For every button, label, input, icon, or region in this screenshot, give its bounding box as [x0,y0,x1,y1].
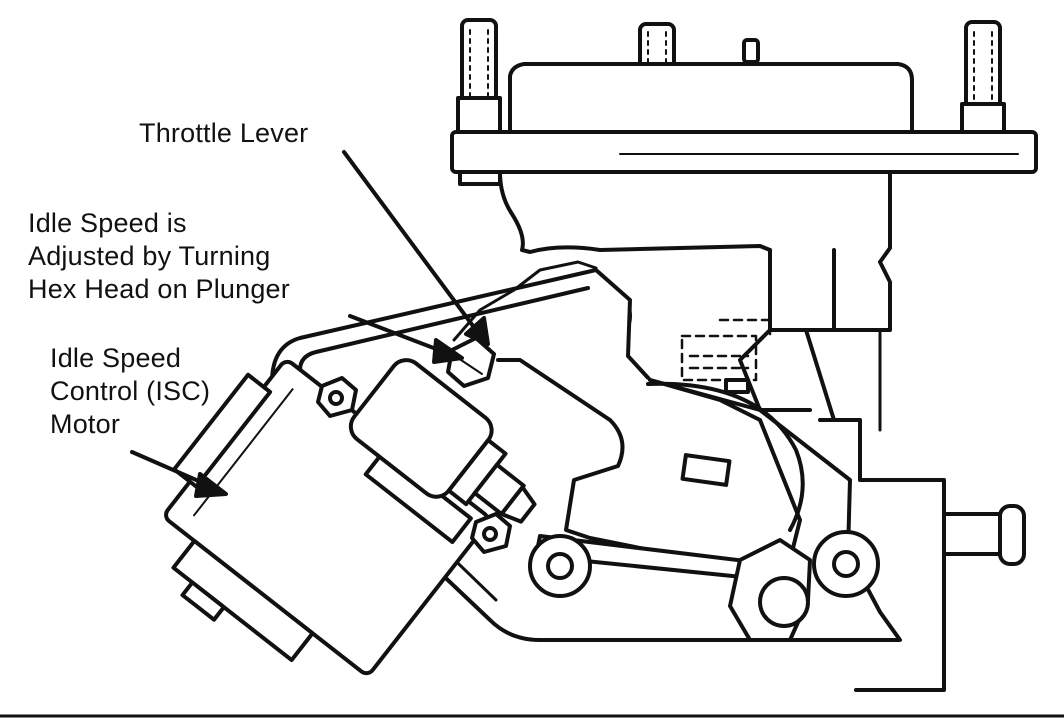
isc-motor-line-1: Idle Speed [50,343,182,373]
isc-plunger-body [348,358,537,524]
isc-motor-line-3: Motor [50,409,121,439]
idle-adjust-line-1: Idle Speed is [28,208,187,238]
lower-pivot-left [528,534,592,598]
top-flange [450,130,1038,174]
lower-pivot-right [812,530,880,598]
throttle-shaft [758,576,810,628]
idle-adjust-line-3: Hex Head on Plunger [28,274,290,304]
air-horn-cover [508,62,914,136]
bracket-bolts [316,376,512,554]
idle-adjust-label: Idle Speed is Adjusted by Turning Hex He… [28,207,290,306]
hidden-linkage [680,318,772,382]
throttle-lever-label: Throttle Lever [139,118,309,148]
isc-motor-line-2: Control (ISC) [50,376,211,406]
idle-adjust-line-2: Adjusted by Turning [28,241,271,271]
isc-motor-label: Idle Speed Control (ISC) Motor [50,342,210,441]
leader-lines [130,150,490,498]
fuel-inlet [942,512,1006,556]
